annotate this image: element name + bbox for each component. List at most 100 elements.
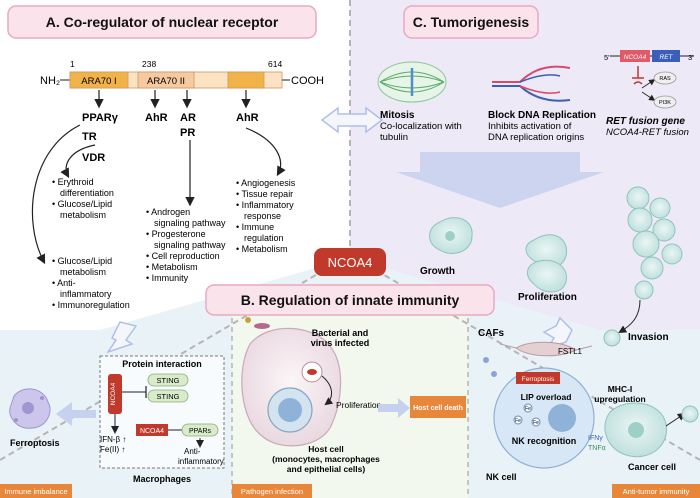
ncoa4-lower-label: NCOA4 [140, 428, 164, 435]
caf-cell-icon [499, 341, 593, 357]
proliferation-label: Proliferation [336, 400, 382, 410]
arrow-ppar-functions [31, 124, 81, 265]
list-thyroid-functions: • Erythroid differentiation • Glucose/Li… [52, 177, 114, 220]
svg-text:metabolism: metabolism [60, 210, 106, 220]
ncoa4-box-lower [136, 424, 168, 436]
panel-a-title-box [7, 5, 317, 39]
svg-text:• Glucose/Lipid: • Glucose/Lipid [52, 256, 112, 266]
dying-cell-icon [681, 405, 699, 423]
list-ppar-functions: • Glucose/Lipid metabolism • Anti- infla… [52, 256, 130, 310]
position-1: 1 [70, 59, 75, 69]
divider-right [349, 254, 700, 461]
panel-a-title: A. Co-regulator of nuclear receptor [46, 14, 279, 30]
svg-text:• Metabolism: • Metabolism [146, 262, 198, 272]
tag-pathogen-infection [232, 484, 312, 498]
cytokine-dot-1 [483, 357, 489, 363]
dna-title: Block DNA Replication [488, 110, 596, 121]
growth-cell-icon [429, 217, 473, 254]
fstl1-label: FSTL1 [558, 347, 583, 356]
fe-ions: Fe Fe Fe [513, 403, 541, 427]
mitosis-text-1: Co-localization with [380, 121, 462, 132]
arrow-to-host-death [378, 398, 410, 418]
svg-text:inflammatory: inflammatory [60, 289, 112, 299]
svg-text:• Glucose/Lipid: • Glucose/Lipid [52, 199, 112, 209]
ncoa4-label: NCOA4 [328, 255, 373, 270]
svg-text:signaling pathway: signaling pathway [154, 240, 226, 250]
svg-text:• Immunoregulation: • Immunoregulation [52, 300, 130, 310]
cytokine-dot-2 [491, 371, 497, 377]
ppars-box [181, 423, 219, 437]
bacteria-icon [245, 317, 270, 329]
gene-ret: RET [660, 54, 674, 61]
nk-cell-icon [493, 367, 595, 469]
svg-text:• Immune: • Immune [236, 222, 274, 232]
funnel-arrow [396, 152, 604, 208]
domain-c-terminal [227, 71, 265, 89]
anti-output-2: inflammatory [178, 457, 224, 466]
receptor-ppar: PPARγ [82, 112, 119, 124]
svg-text:metabolism: metabolism [60, 267, 106, 277]
arrow-to-immune-imbalance [106, 321, 138, 354]
tnf-alpha-label: TNFα [588, 445, 606, 452]
svg-text:regulation: regulation [244, 233, 284, 243]
panel-b-title-box [205, 284, 495, 316]
svg-text:response: response [244, 211, 281, 221]
domain-ara70-ii [137, 71, 195, 89]
ret-title: RET fusion gene [606, 116, 685, 127]
receptor-tr: TR [82, 131, 97, 143]
svg-text:• Immunity: • Immunity [146, 273, 189, 283]
arrow-to-ferroptosis [56, 402, 96, 426]
svg-text:• Anti-: • Anti- [52, 278, 76, 288]
tag-pathogen-infection-label: Pathogen infection [241, 487, 303, 496]
gene-5prime: 5' [604, 53, 610, 62]
gene-ncoa4: NCOA4 [624, 54, 647, 61]
gene-3prime: 3' [688, 53, 694, 62]
svg-text:• Erythroid: • Erythroid [52, 177, 94, 187]
proliferation-cells-icon [525, 234, 568, 293]
host-death-label: Host cell death [413, 405, 463, 412]
svg-text:Fe: Fe [515, 418, 521, 424]
sting-box-2 [147, 389, 189, 403]
ferroptosis-box-label: Ferroptosis [522, 376, 555, 383]
protein-interaction-header: Protein interaction [122, 359, 202, 369]
svg-text:• Cell reproduction: • Cell reproduction [146, 251, 220, 261]
nk-cell-label: NK cell [486, 472, 517, 482]
receptor-vdr: VDR [82, 152, 105, 164]
infection-title-1: Bacterial and [312, 328, 369, 338]
arrow-to-antitumor [542, 316, 573, 350]
ret-text: NCOA4-RET fusion [606, 127, 689, 138]
ppars-label: PPARs [189, 428, 212, 435]
sting-label-2: STING [157, 392, 180, 401]
ncoa4-vertical-box [108, 374, 122, 414]
macrophages-caption: Macrophages [133, 474, 191, 484]
panel-b-title: B. Regulation of innate immunity [241, 292, 460, 308]
mhc-label-2: upregulation [594, 394, 645, 404]
ferroptosis-label: Ferroptosis [10, 438, 60, 448]
n-terminal-label: NH₂ [40, 75, 60, 87]
receptor-ahr-2: AhR [236, 112, 259, 124]
svg-text:signaling pathway: signaling pathway [154, 218, 226, 228]
tag-anti-tumor [612, 484, 700, 498]
gene-ras: RAS [659, 76, 671, 82]
invasion-cells-icon [603, 186, 683, 347]
dna-replication-icon [492, 65, 571, 102]
svg-text:• Progesterone: • Progesterone [146, 229, 206, 239]
arrow-ahr-functions [245, 127, 286, 177]
mhc-label-1: MHC-I [608, 384, 633, 394]
panel-c-title-box [403, 5, 539, 39]
arrow-invasion [618, 299, 641, 334]
ret-fusion-icon [610, 50, 694, 109]
ifn-gamma-label: IFNγ [588, 435, 603, 442]
arrow-cancer-cell-out [665, 412, 686, 427]
tag-anti-tumor-label: Anti-tumor immunity [623, 487, 690, 496]
host-cell-icon [241, 327, 342, 447]
ncoa4-badge [314, 248, 386, 276]
svg-text:Fe: Fe [533, 420, 539, 426]
gene-pi3k: PI3K [659, 100, 671, 106]
receptor-ar: AR [180, 112, 196, 124]
arrow-tr-functions [60, 144, 96, 179]
receptor-pr: PR [180, 127, 195, 139]
ifn-output: IFN-β ↑ [100, 435, 126, 444]
